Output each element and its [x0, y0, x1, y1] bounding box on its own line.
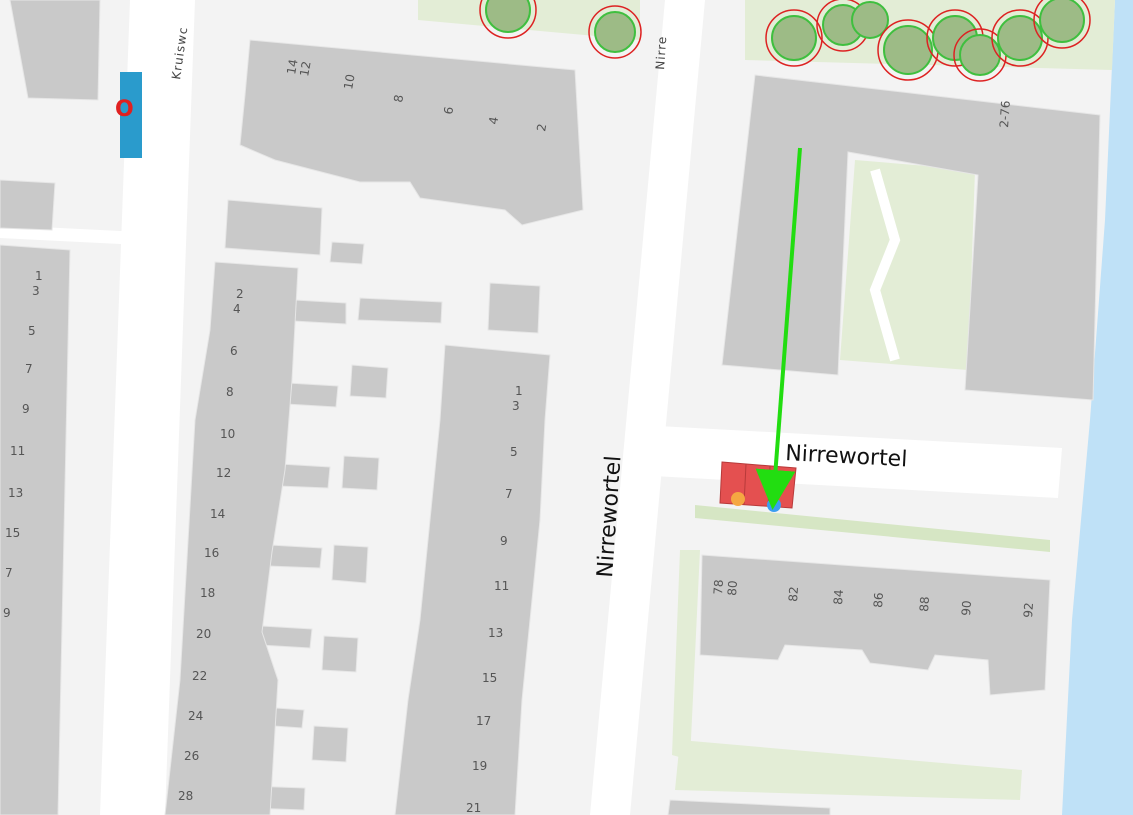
svg-text:9: 9	[3, 606, 11, 620]
labels-middle-right: 1 3 5 7 9 11 13 15 17 19 21	[466, 384, 523, 815]
svg-text:16: 16	[204, 546, 219, 560]
svg-text:7: 7	[25, 362, 33, 376]
svg-text:4: 4	[486, 116, 501, 126]
svg-text:12: 12	[216, 466, 231, 480]
marker-orange[interactable]	[731, 492, 745, 506]
svg-text:12: 12	[297, 60, 313, 77]
labels-bottom-right: 78 80 82 84 86 88 90 92	[711, 579, 1036, 618]
small-buildings	[224, 199, 541, 811]
park-bottom	[675, 740, 1022, 800]
svg-text:82: 82	[786, 586, 801, 602]
svg-text:6: 6	[441, 106, 456, 116]
svg-text:7: 7	[5, 566, 13, 580]
complex-label: 2-76	[997, 100, 1013, 128]
svg-text:6: 6	[230, 344, 238, 358]
svg-text:11: 11	[10, 444, 25, 458]
marker-blue[interactable]	[767, 498, 781, 512]
svg-text:15: 15	[482, 671, 497, 685]
svg-text:13: 13	[488, 626, 503, 640]
svg-text:15: 15	[5, 526, 20, 540]
svg-text:3: 3	[32, 284, 40, 298]
svg-text:21: 21	[466, 801, 481, 815]
svg-text:19: 19	[472, 759, 487, 773]
svg-text:5: 5	[510, 445, 518, 459]
building-complex	[721, 74, 1101, 401]
svg-text:86: 86	[871, 592, 886, 608]
road-kruisweg[interactable]	[100, 0, 195, 815]
svg-text:3: 3	[512, 399, 520, 413]
svg-text:7: 7	[505, 487, 513, 501]
svg-text:14: 14	[210, 507, 225, 521]
svg-text:78: 78	[711, 579, 726, 595]
svg-text:13: 13	[8, 486, 23, 500]
labels-top-row: 14 12 10 8 6 4 2 2-76	[284, 58, 1013, 132]
svg-text:14: 14	[284, 58, 300, 75]
building-middle-left	[164, 261, 299, 815]
svg-text:24: 24	[188, 709, 203, 723]
svg-text:5: 5	[28, 324, 36, 338]
svg-text:9: 9	[22, 402, 30, 416]
building-middle-right	[394, 344, 551, 815]
svg-text:17: 17	[476, 714, 491, 728]
marker-o-label: O	[115, 97, 134, 122]
svg-text:22: 22	[192, 669, 207, 683]
building-bottom-edge	[667, 799, 831, 815]
svg-text:10: 10	[220, 427, 235, 441]
svg-text:90: 90	[959, 600, 974, 616]
road-nirrewortel-vertical[interactable]	[590, 0, 705, 815]
building-bottom-right	[699, 554, 1051, 696]
courtyard-path	[869, 168, 901, 362]
svg-text:2: 2	[534, 123, 549, 133]
svg-text:8: 8	[391, 94, 406, 104]
road-side-left	[0, 225, 140, 245]
svg-text:84: 84	[831, 589, 846, 605]
svg-text:88: 88	[917, 596, 932, 612]
svg-text:10: 10	[341, 73, 357, 90]
svg-text:28: 28	[178, 789, 193, 803]
svg-text:18: 18	[200, 586, 215, 600]
park-strip-row	[695, 505, 1050, 552]
svg-text:80: 80	[725, 580, 740, 596]
green-arrow	[755, 147, 802, 510]
svg-text:1: 1	[35, 269, 43, 283]
park-strip-left	[672, 550, 700, 760]
svg-text:2: 2	[236, 287, 244, 301]
left-column-buildings	[0, 0, 101, 815]
street-label-nirre-top: Nirre	[653, 35, 669, 70]
svg-text:4: 4	[233, 302, 241, 316]
building-top-row	[239, 39, 584, 226]
svg-text:26: 26	[184, 749, 199, 763]
svg-text:9: 9	[500, 534, 508, 548]
park-top-middle	[418, 0, 640, 40]
svg-text:20: 20	[196, 627, 211, 641]
blue-bar	[120, 72, 142, 158]
courtyard-park	[840, 160, 975, 370]
svg-text:8: 8	[226, 385, 234, 399]
svg-text:11: 11	[494, 579, 509, 593]
svg-text:92: 92	[1021, 602, 1036, 618]
water-area	[1062, 0, 1133, 815]
trees	[479, 0, 1091, 82]
labels-middle-left: 2 4 6 8 10 12 14 16 18 20 22 24 26 28	[178, 287, 244, 803]
svg-text:1: 1	[515, 384, 523, 398]
labels-left-column: 1 3 5 7 9 11 13 15 7 9	[3, 269, 43, 620]
